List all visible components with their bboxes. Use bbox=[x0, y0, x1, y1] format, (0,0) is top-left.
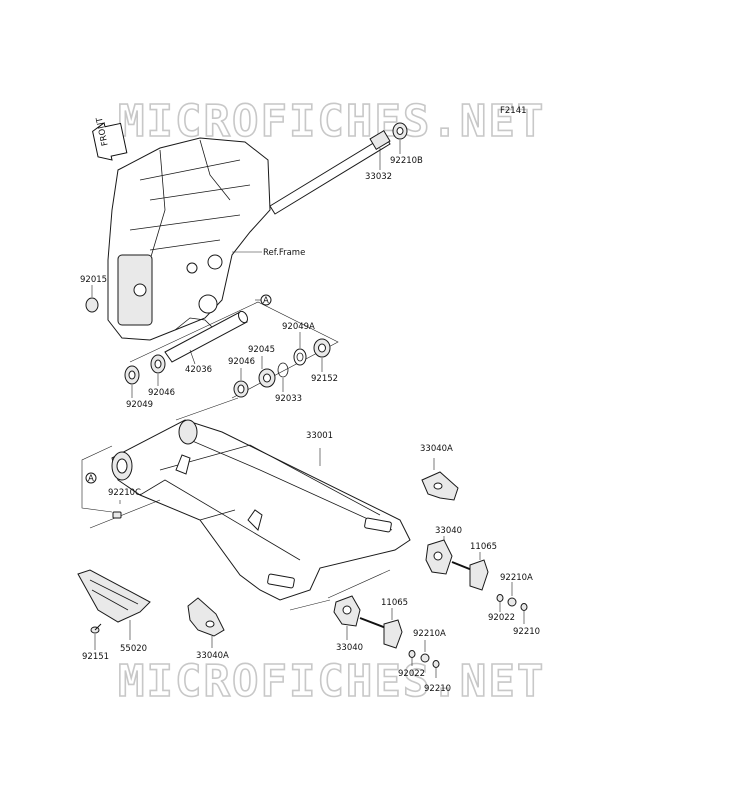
chain-adjuster-33040-mid bbox=[333, 595, 361, 627]
chain-adjuster-33040-right bbox=[425, 539, 453, 575]
label-92049-left: 92049 bbox=[126, 400, 153, 410]
nut-92210-mid bbox=[432, 660, 440, 668]
nut-92210B bbox=[392, 122, 408, 140]
label-11065-mid: 11065 bbox=[381, 598, 408, 608]
label-92022-mid: 92022 bbox=[398, 669, 425, 679]
label-33001: 33001 bbox=[306, 431, 333, 441]
chain-adjuster-33040A-lower bbox=[187, 597, 225, 637]
pivot-shaft-33032 bbox=[269, 130, 391, 215]
svg-text:A: A bbox=[263, 296, 269, 306]
label-92045: 92045 bbox=[248, 345, 275, 355]
label-92210A-mid: 92210A bbox=[413, 629, 446, 639]
swingarm-33001 bbox=[111, 419, 411, 601]
label-33032: 33032 bbox=[365, 172, 392, 182]
sleeve-42036 bbox=[164, 310, 249, 363]
collar-92152 bbox=[313, 338, 331, 358]
ref-frame-label: Ref.Frame bbox=[263, 248, 305, 258]
svg-text:A: A bbox=[88, 474, 94, 484]
label-33040-mid: 33040 bbox=[336, 643, 363, 653]
seal-92049A bbox=[293, 348, 307, 366]
chain-guide-55020 bbox=[77, 569, 151, 623]
front-arrow-icon: FRONT bbox=[92, 115, 128, 161]
chain-adjuster-33040A-upper bbox=[421, 471, 459, 501]
nut-92210A-mid bbox=[420, 653, 430, 663]
label-92210B: 92210B bbox=[390, 156, 423, 166]
main-frame bbox=[107, 137, 271, 341]
label-92210C: 92210C bbox=[108, 488, 141, 498]
bearing-92046-mid bbox=[233, 380, 249, 398]
label-11065-right: 11065 bbox=[470, 542, 497, 552]
label-92033: 92033 bbox=[275, 394, 302, 404]
label-92210A-right: 92210A bbox=[500, 573, 533, 583]
bearing-92046-left bbox=[150, 354, 166, 374]
bolt-92151 bbox=[90, 623, 102, 634]
bolt-92210C bbox=[112, 511, 122, 519]
watermark-top: MICROFICHES.NET bbox=[118, 96, 545, 147]
label-55020: 55020 bbox=[120, 644, 147, 654]
label-92151: 92151 bbox=[82, 652, 109, 662]
figure-code: F2141 bbox=[500, 106, 527, 116]
label-92210-mid: 92210 bbox=[424, 684, 451, 694]
label-92210-right: 92210 bbox=[513, 627, 540, 637]
label-33040-right: 33040 bbox=[435, 526, 462, 536]
washer-92022-mid bbox=[408, 650, 416, 658]
label-33040A-lower: 33040A bbox=[196, 651, 229, 661]
bearing-92045 bbox=[258, 368, 276, 388]
adjuster-bolt-11065-mid bbox=[359, 617, 403, 649]
washer-92022-right bbox=[496, 594, 504, 602]
label-92046-left: 92046 bbox=[148, 388, 175, 398]
label-92049A: 92049A bbox=[282, 322, 315, 332]
swingarm-guides bbox=[81, 397, 391, 611]
reference-marker-a-lower: A bbox=[85, 472, 97, 484]
nut-92210A-right bbox=[507, 597, 517, 607]
seal-92049-left bbox=[124, 365, 140, 385]
label-42036: 42036 bbox=[185, 365, 212, 375]
label-92152: 92152 bbox=[311, 374, 338, 384]
label-92015: 92015 bbox=[80, 275, 107, 285]
collar-92015 bbox=[85, 297, 99, 313]
adjuster-bolt-11065-right bbox=[451, 559, 489, 591]
circlip-92033 bbox=[277, 362, 289, 378]
label-33040A-upper: 33040A bbox=[420, 444, 453, 454]
label-92046-mid: 92046 bbox=[228, 357, 255, 367]
watermark-bottom: MICROFICHES.NET bbox=[118, 656, 545, 707]
reference-marker-a-upper: A bbox=[260, 294, 272, 306]
label-92022-right: 92022 bbox=[488, 613, 515, 623]
nut-92210-right bbox=[520, 603, 528, 611]
